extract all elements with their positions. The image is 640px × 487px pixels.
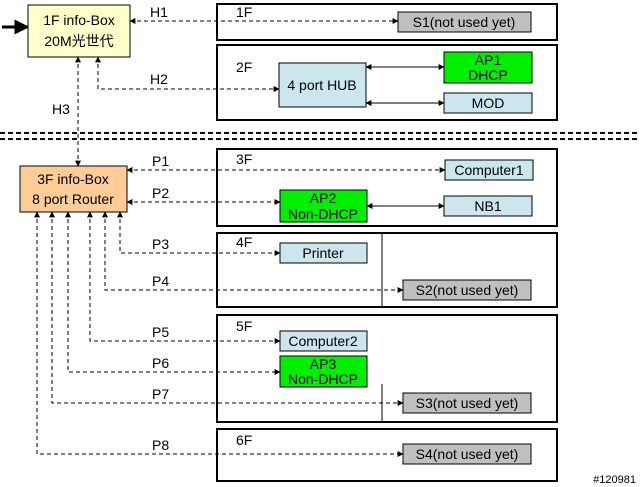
device-hub-label: 4 port HUB	[287, 77, 356, 93]
floor-label-6f: 6F	[236, 432, 252, 448]
solid-links	[365, 64, 445, 209]
infobox-3f-line2: 8 port Router	[32, 191, 114, 207]
device-mod-label: MOD	[472, 95, 505, 111]
device-s4-label: S4(not used yet)	[416, 446, 519, 462]
dashed-links	[34, 18, 446, 457]
device-s1-label: S1(not used yet)	[413, 14, 516, 30]
floor-label-5f: 5F	[236, 318, 252, 334]
device-nb1[interactable]: NB1	[443, 195, 533, 217]
link-label-p1: P1	[152, 153, 169, 169]
link-label-p2: P2	[152, 185, 169, 201]
link-labels: H1 H2 H3 P1 P2 P3 P4 P5 P6 P7 P8	[52, 4, 169, 453]
watermark-text: #120981	[593, 474, 636, 486]
infobox-1f[interactable]: 1F info-Box 20M光世代	[27, 4, 131, 58]
device-hub[interactable]: 4 port HUB	[278, 62, 367, 108]
device-ap1[interactable]: AP1 DHCP	[443, 51, 533, 84]
floor-label-4f: 4F	[236, 234, 252, 250]
infobox-3f-line1: 3F info-Box	[37, 171, 109, 187]
link-label-p8: P8	[152, 437, 169, 453]
device-ap1-label1: AP1	[475, 52, 502, 68]
device-printer[interactable]: Printer	[279, 242, 368, 264]
link-label-p7: P7	[152, 386, 169, 402]
infobox-1f-line2: 20M光世代	[44, 33, 113, 49]
link-label-p6: P6	[152, 355, 169, 371]
device-printer-label: Printer	[302, 245, 344, 261]
link-label-h1: H1	[150, 4, 168, 20]
device-computer1-label: Computer1	[454, 162, 523, 178]
floor-label-1f: 1F	[236, 4, 252, 20]
device-ap1-label2: DHCP	[468, 67, 508, 83]
infobox-1f-line1: 1F info-Box	[43, 12, 115, 28]
device-ap3-label2: Non-DHCP	[288, 371, 358, 387]
link-label-p5: P5	[152, 324, 169, 340]
device-ap3-label1: AP3	[310, 356, 337, 372]
floor-label-3f: 3F	[236, 151, 252, 167]
link-label-h2: H2	[150, 71, 168, 87]
device-s3-label: S3(not used yet)	[416, 395, 519, 411]
device-computer1[interactable]: Computer1	[444, 159, 534, 181]
device-nb1-label: NB1	[474, 198, 501, 214]
device-ap3[interactable]: AP3 Non-DHCP	[279, 355, 368, 388]
device-ap2-label2: Non-DHCP	[288, 206, 358, 222]
device-mod[interactable]: MOD	[443, 92, 533, 114]
device-computer2-label: Computer2	[288, 333, 357, 349]
device-s2-label: S2(not used yet)	[416, 282, 519, 298]
link-h2	[95, 56, 280, 92]
device-s4[interactable]: S4(not used yet)	[402, 443, 532, 465]
link-label-p4: P4	[152, 273, 169, 289]
link-label-p3: P3	[152, 236, 169, 252]
infobox-3f[interactable]: 3F info-Box 8 port Router	[19, 165, 128, 213]
floor-label-2f: 2F	[236, 59, 252, 75]
device-ap2[interactable]: AP2 Non-DHCP	[279, 189, 368, 223]
device-computer2[interactable]: Computer2	[279, 330, 368, 352]
device-s1[interactable]: S1(not used yet)	[397, 11, 532, 33]
device-s2[interactable]: S2(not used yet)	[402, 279, 532, 301]
link-p8	[34, 211, 404, 457]
device-ap2-label1: AP2	[310, 190, 337, 206]
device-s3[interactable]: S3(not used yet)	[402, 392, 532, 414]
floor-divider	[0, 132, 640, 140]
link-label-h3: H3	[52, 101, 70, 117]
